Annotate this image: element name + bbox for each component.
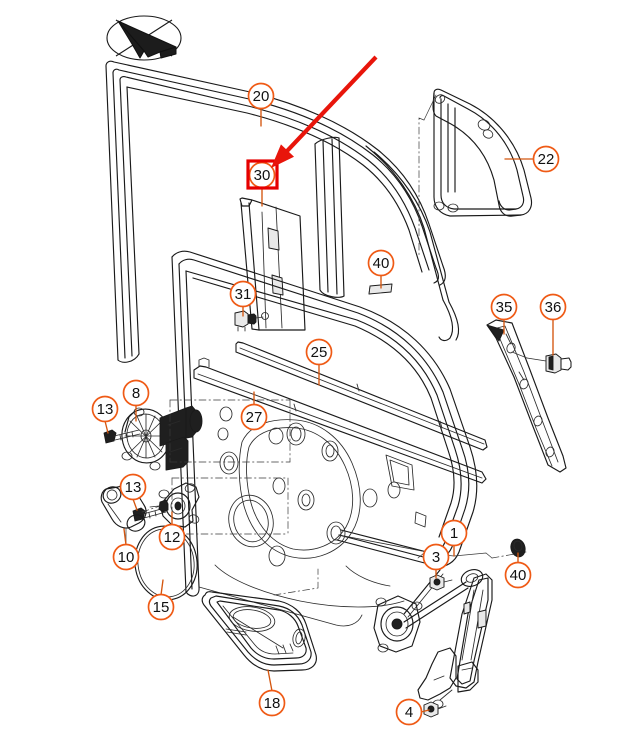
part-13-bolt-upper <box>103 429 141 444</box>
callout-circle <box>422 543 450 571</box>
callout-leader-lines <box>104 107 554 713</box>
callout-circle <box>91 395 119 423</box>
callout-number: 27 <box>246 409 263 426</box>
callout-number: 25 <box>311 344 328 361</box>
part-31-guide-clip <box>234 310 264 332</box>
callout-circle <box>490 293 518 321</box>
part-18-door-trim-cover <box>201 568 319 672</box>
callout-number: 30 <box>254 167 271 184</box>
callout-number: 4 <box>405 704 413 721</box>
callout-circle <box>258 689 286 717</box>
callout-8-window-motor[interactable]: 8 <box>122 379 150 407</box>
callout-15-sealing-cap[interactable]: 15 <box>147 593 175 621</box>
callout-10-window-crank-handle-leader <box>123 528 127 546</box>
callout-circle <box>247 82 275 110</box>
callout-number: 15 <box>153 599 170 616</box>
callout-15-sealing-cap-leader <box>160 579 164 596</box>
callout-12-manual-regulator-drive[interactable]: 12 <box>158 523 186 551</box>
part-35-b-pillar-trim <box>486 319 567 473</box>
callout-30-window-guide-rail[interactable]: 30 <box>248 161 276 189</box>
part-3-nut-upper <box>429 574 453 591</box>
callout-circle <box>112 543 140 571</box>
callout-35-b-pillar-trim[interactable]: 35 <box>490 293 518 321</box>
callout-13-bolt-lower[interactable]: 13 <box>119 473 147 501</box>
part-20-door-window-frame-seal <box>105 60 446 363</box>
callout-circle <box>395 698 423 726</box>
callout-circle <box>119 473 147 501</box>
callout-number: 12 <box>164 529 181 546</box>
callout-number: 20 <box>253 88 270 105</box>
part-40-grommet-upper <box>368 283 393 295</box>
callout-40-grommet-upper[interactable]: 40 <box>367 249 395 277</box>
callout-10-window-crank-handle[interactable]: 10 <box>112 543 140 571</box>
callout-circle <box>240 403 268 431</box>
door-frame-outer-arc <box>365 145 460 342</box>
callout-number: 31 <box>235 286 252 303</box>
callout-22-quarter-window-seal[interactable]: 22 <box>532 145 560 173</box>
callout-20-door-window-frame-seal[interactable]: 20 <box>247 82 275 110</box>
callout-13-bolt-upper-leader <box>104 420 109 434</box>
pointer-arrow <box>271 55 378 168</box>
highlight-box-callout-30 <box>246 159 279 190</box>
part-1-window-regulator-assembly <box>373 551 527 709</box>
callout-circle <box>305 338 333 366</box>
callout-circle <box>122 379 150 407</box>
callout-number: 13 <box>125 479 142 496</box>
callout-1-window-regulator-assembly[interactable]: 1 <box>440 519 468 547</box>
callout-31-guide-clip[interactable]: 31 <box>229 280 257 308</box>
callout-13-bolt-lower-leader <box>132 498 138 511</box>
part-40-grommet-lower <box>510 538 526 558</box>
callout-number: 8 <box>132 385 140 402</box>
callout-4-nut-lower[interactable]: 4 <box>395 698 423 726</box>
door-shell-outline <box>171 250 478 627</box>
part-4-nut-lower <box>423 701 447 718</box>
callout-40-grommet-lower[interactable]: 40 <box>504 561 532 589</box>
callout-number: 3 <box>432 549 440 566</box>
direction-of-view-symbol <box>106 15 182 61</box>
callout-circle <box>367 249 395 277</box>
callout-number: 36 <box>545 299 562 316</box>
callout-number: 22 <box>538 151 555 168</box>
part-27-inner-window-seal <box>193 357 487 484</box>
part-30-window-guide-rail <box>239 197 306 331</box>
callout-number: 35 <box>496 299 513 316</box>
callout-circle <box>504 561 532 589</box>
callout-circle <box>539 293 567 321</box>
callout-number: 18 <box>264 695 281 712</box>
callout-27-inner-window-seal[interactable]: 27 <box>240 403 268 431</box>
part-8-window-motor <box>121 399 291 471</box>
callout-3-nut-upper[interactable]: 3 <box>422 543 450 571</box>
callout-18-door-trim-cover-leader <box>267 669 273 692</box>
callout-18-door-trim-cover[interactable]: 18 <box>258 689 286 717</box>
callout-25-outer-window-scraper-seal[interactable]: 25 <box>305 338 333 366</box>
callout-number: 40 <box>510 567 527 584</box>
callout-number: 40 <box>373 255 390 272</box>
callout-bubbles: 20 30 22 40 31 35 36 25 8 13 27 13 12 10 15 13 40 18 4 <box>91 82 567 726</box>
callout-number: 10 <box>118 549 135 566</box>
part-22-quarter-window-seal <box>418 88 533 256</box>
callout-circle <box>440 519 468 547</box>
callout-number: 1 <box>450 525 458 542</box>
callout-circle <box>532 145 560 173</box>
door-panel-apertures <box>214 406 427 608</box>
callout-13-bolt-upper[interactable]: 13 <box>91 395 119 423</box>
part-36-trim-clip <box>511 351 572 374</box>
callout-circle <box>147 593 175 621</box>
callout-circle <box>229 280 257 308</box>
callout-number: 13 <box>97 401 114 418</box>
callout-circle <box>158 523 186 551</box>
part-25-outer-window-scraper-seal <box>235 341 488 451</box>
callout-36-trim-clip[interactable]: 36 <box>539 293 567 321</box>
b-pillar-window-seal <box>314 136 345 298</box>
